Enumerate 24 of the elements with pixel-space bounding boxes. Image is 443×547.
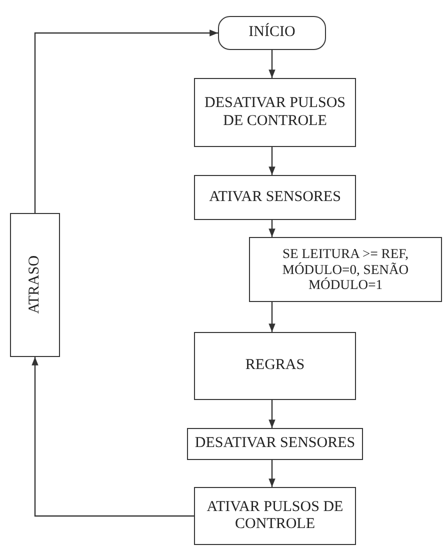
start-terminal bbox=[218, 16, 326, 50]
arrow bbox=[268, 460, 276, 487]
process-box bbox=[194, 175, 356, 220]
arrow bbox=[268, 302, 276, 332]
process-box bbox=[249, 237, 442, 302]
node-label: REGRAS bbox=[245, 357, 305, 375]
arrow bbox=[268, 147, 276, 175]
process-box bbox=[187, 428, 363, 460]
arrow bbox=[32, 357, 194, 517]
node-label: ATIVAR SENSORES bbox=[209, 188, 341, 206]
node-label: DESATIVAR PULSOS DE CONTROLE bbox=[203, 95, 346, 130]
node-label: INÍCIO bbox=[248, 24, 296, 42]
arrow bbox=[268, 220, 276, 237]
node-label: ATIVAR PULSOS DE CONTROLE bbox=[206, 498, 344, 534]
node-label: SE LEITURA >= REF, MÓDULO=0, SENÃO MÓDULO=1 bbox=[281, 246, 410, 293]
process-box bbox=[194, 332, 356, 400]
arrow bbox=[268, 400, 276, 428]
arrow bbox=[34, 30, 218, 213]
process-box bbox=[194, 487, 356, 545]
arrow bbox=[268, 50, 276, 78]
process-box bbox=[194, 78, 356, 147]
delay-box bbox=[10, 213, 60, 357]
node-label: DESATIVAR SENSORES bbox=[194, 435, 356, 453]
node-label: ATRASO bbox=[26, 256, 44, 314]
